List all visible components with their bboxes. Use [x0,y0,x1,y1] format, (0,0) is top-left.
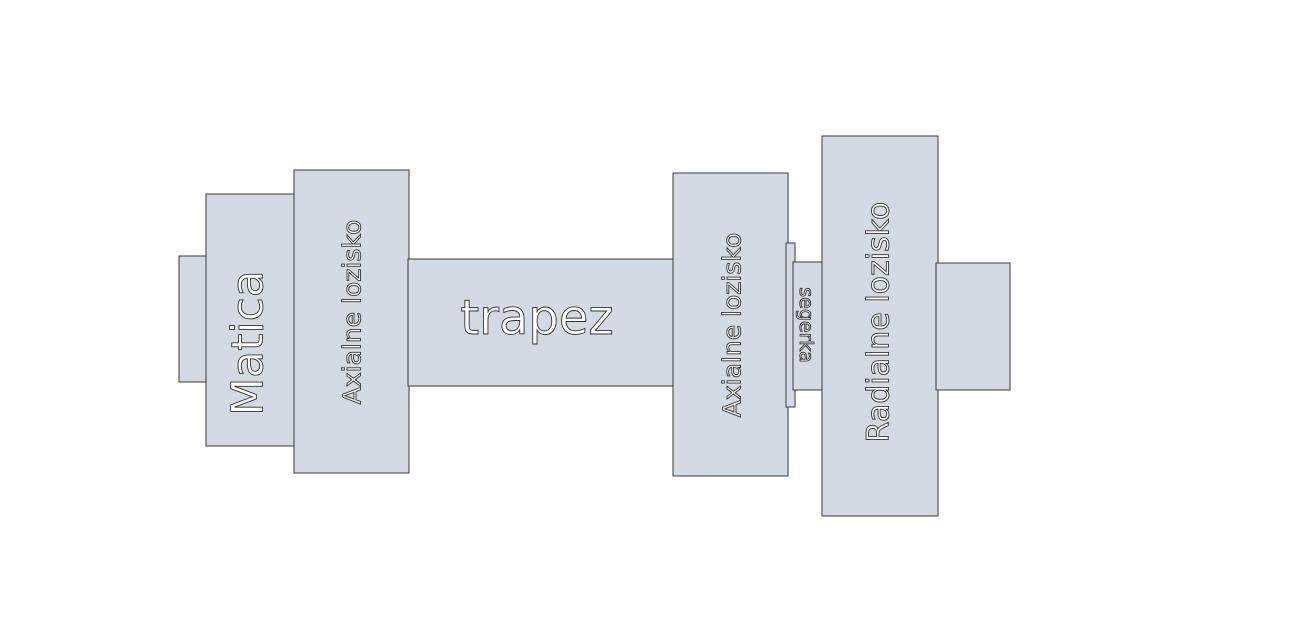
label-matica: Matica [223,270,274,416]
axial-bearing-left [293,169,410,474]
radial-bearing [821,135,939,517]
circlip-shaft [792,261,825,391]
shaft-left-end [178,255,209,383]
label-trapez: trapez [460,290,613,346]
axial-bearing-right [672,172,789,477]
label-segerka: segerka [795,287,817,362]
shaft-right-end [935,262,1011,391]
nut-block [205,193,297,447]
label-axial-left: Axialne lozisko [338,220,367,405]
trapezoidal-shaft [407,258,676,387]
label-radial: Radialne lozisko [862,202,897,443]
label-axial-right: Axialne lozisko [718,233,747,418]
